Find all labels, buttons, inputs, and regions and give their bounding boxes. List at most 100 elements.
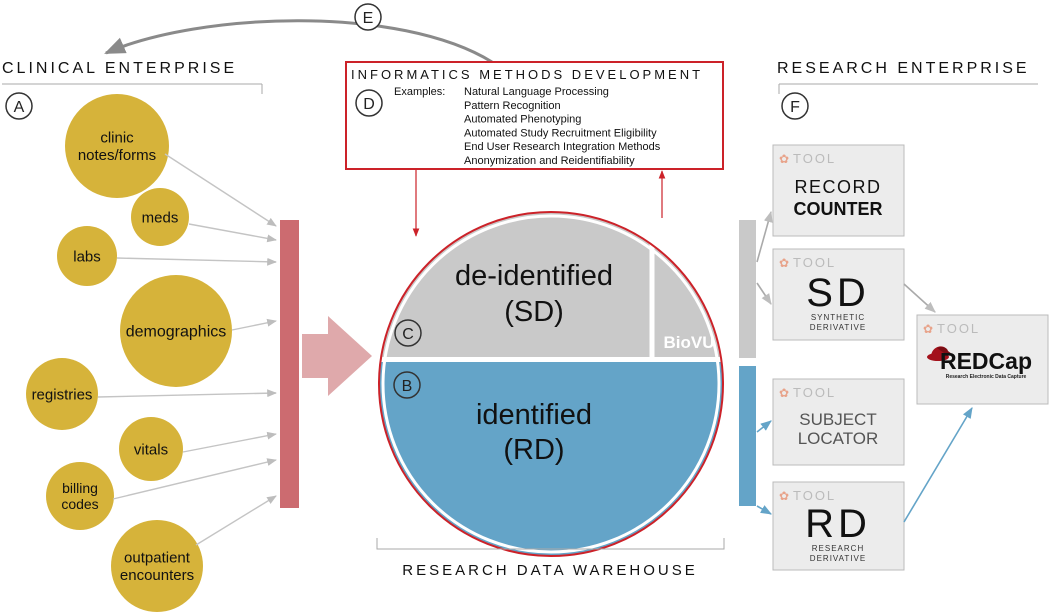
tool-gear-icon: ✿	[923, 322, 933, 336]
redcap-subtitle: Research Electronic Data Capture	[946, 374, 1027, 380]
warehouse-label: RESEARCH DATA WAREHOUSE	[402, 562, 697, 579]
example-item: Anonymization and Reidentifiability	[464, 155, 635, 167]
sd-tool-box	[772, 248, 905, 341]
examples-label: Examples:	[394, 86, 445, 98]
source-arrow	[116, 257, 277, 266]
source-label: meds	[142, 209, 179, 226]
source-bubble-circle	[120, 275, 232, 387]
arrow-to-subject-locator	[756, 420, 772, 433]
clinical-collector-bar	[280, 220, 299, 508]
redcap-hat-icon	[927, 346, 952, 361]
tool-tag: TOOL	[937, 321, 980, 336]
source-arrow	[195, 495, 277, 546]
source-arrow	[182, 431, 277, 453]
example-item: Automated Study Recruitment Eligibility	[464, 127, 657, 139]
source-label: registries	[32, 386, 93, 403]
tool-gear-icon: ✿	[779, 256, 789, 270]
source-label: billing	[62, 480, 98, 496]
deidentified-label: de-identified	[455, 260, 613, 292]
marker-e-label: E	[363, 10, 374, 27]
rd-to-redcap-arrow	[903, 407, 973, 523]
source-label: demographics	[126, 324, 227, 341]
arrow-to-rd-tool	[756, 505, 772, 515]
marker-b-label: B	[402, 378, 413, 395]
tool-gear-icon: ✿	[779, 152, 789, 166]
sd-tool-small-2: DERIVATIVE	[810, 323, 866, 332]
example-item: Natural Language Processing	[464, 86, 609, 98]
marker-d	[355, 89, 383, 117]
source-arrow	[231, 318, 277, 331]
source-label: clinic	[100, 130, 134, 147]
source-arrows	[97, 153, 277, 546]
source-label: notes/forms	[78, 147, 156, 164]
sd-output-bar	[739, 220, 756, 358]
biovu-label: BioVU	[664, 333, 715, 352]
source-bubble-circle	[57, 226, 117, 286]
source-bubble: meds	[131, 188, 189, 246]
record-counter-box	[772, 144, 905, 237]
source-bubble: demographics	[120, 275, 232, 387]
tool-redcap[interactable]: ✿ TOOL REDCap Research Electronic Data C…	[916, 314, 1049, 405]
informatics-title: INFORMATICS METHODS DEVELOPMENT	[351, 67, 703, 82]
tool-tag: TOOL	[793, 255, 836, 270]
redcap-logo-text: REDCap	[940, 348, 1032, 374]
marker-a	[5, 92, 33, 120]
tool-tag: TOOL	[793, 488, 836, 503]
sd-to-redcap-arrow	[903, 283, 936, 313]
research-enterprise-label: RESEARCH ENTERPRISE	[777, 60, 1030, 77]
marker-b	[393, 371, 421, 399]
marker-e	[354, 3, 382, 31]
source-label: encounters	[120, 567, 194, 584]
example-item: End User Research Integration Methods	[464, 141, 661, 153]
informatics-box	[345, 61, 724, 170]
subject-locator-box	[772, 378, 905, 466]
flow-arrow	[302, 316, 372, 396]
source-bubble: labs	[57, 226, 117, 286]
source-bubble-circle	[26, 358, 98, 430]
tool-synthetic-derivative[interactable]: ✿ TOOL SD SYNTHETIC DERIVATIVE	[772, 248, 905, 341]
source-bubble-circle	[65, 94, 169, 198]
warehouse-inner-ring	[381, 214, 721, 554]
source-label: labs	[73, 248, 101, 265]
feedback-arrow-e	[104, 19, 493, 64]
rd-tool-big: RD	[805, 502, 871, 546]
subject-label: SUBJECT	[799, 410, 876, 429]
source-label: codes	[61, 496, 98, 512]
sd-tool-big: SD	[806, 271, 870, 315]
rd-tool-small-2: DERIVATIVE	[810, 554, 866, 563]
source-bubble-circle	[119, 417, 183, 481]
marker-f	[781, 92, 809, 120]
marker-f-label: F	[790, 99, 800, 116]
tool-tag: TOOL	[793, 385, 836, 400]
tool-subject-locator[interactable]: ✿ TOOL SUBJECT LOCATOR	[772, 378, 905, 466]
counter-label: COUNTER	[794, 199, 883, 219]
arrow-to-sd-tool	[756, 282, 772, 305]
identified-label: identified	[476, 399, 592, 431]
warehouse-bracket	[376, 538, 725, 550]
tool-tag: TOOL	[793, 151, 836, 166]
research-data-warehouse	[378, 211, 724, 557]
source-bubble: registries	[26, 358, 98, 430]
arrow-to-record-counter	[756, 210, 773, 263]
tool-record-counter[interactable]: ✿ TOOL RECORD COUNTER	[772, 144, 905, 237]
tool-research-derivative[interactable]: ✿ TOOL RD RESEARCH DERIVATIVE	[772, 481, 905, 571]
source-arrow	[164, 153, 277, 227]
locator-label: LOCATOR	[798, 429, 879, 448]
source-label: vitals	[134, 441, 168, 458]
source-arrow	[188, 223, 277, 243]
source-bubble: vitals	[119, 417, 183, 481]
clinical-enterprise-label: CLINICAL ENTERPRISE	[2, 60, 237, 77]
record-label: RECORD	[794, 177, 881, 197]
rd-label: (RD)	[503, 434, 564, 466]
sd-tool-small-1: SYNTHETIC	[811, 313, 865, 322]
rd-tool-small-1: RESEARCH	[812, 544, 864, 553]
source-arrow	[97, 389, 277, 398]
source-bubble-circle	[131, 188, 189, 246]
source-bubble-circle	[111, 520, 203, 612]
example-item: Automated Phenotyping	[464, 114, 581, 126]
